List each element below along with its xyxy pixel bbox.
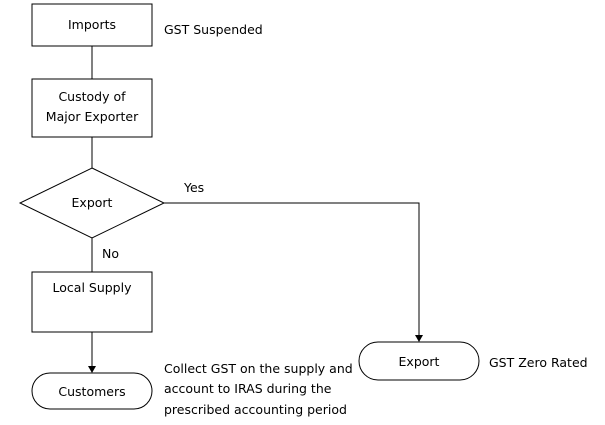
custody-label-line-2: Major Exporter	[46, 109, 139, 124]
collect-gst-annotation-line-2: account to IRAS during the	[164, 381, 332, 396]
imports-node: Imports	[31, 3, 153, 47]
gst-suspended-annotation: GST Suspended	[164, 22, 263, 37]
yes-edge-label: Yes	[183, 180, 204, 195]
customers-label: Customers	[58, 384, 125, 399]
local-supply-node: Local Supply	[31, 271, 153, 333]
collect-gst-annotation-line-1: Collect GST on the supply and	[164, 361, 353, 376]
arrowhead-customers	[88, 366, 96, 373]
gst-zero-rated-annotation: GST Zero Rated	[489, 355, 588, 370]
custody-label-line-1: Custody of	[58, 89, 126, 104]
custody-node: Custody of Major Exporter	[31, 78, 153, 138]
customers-node: Customers	[31, 372, 153, 410]
collect-gst-annotation-line-3: prescribed accounting period	[164, 402, 347, 417]
connector-yes-to-export	[164, 202, 420, 335]
export-terminal-node: Export	[358, 341, 480, 381]
local-supply-label: Local Supply	[53, 280, 133, 295]
export-decision-label: Export	[72, 195, 113, 210]
arrowhead-export	[415, 335, 423, 342]
export-decision-node: Export	[18, 167, 166, 239]
imports-label: Imports	[68, 17, 116, 32]
no-edge-label: No	[102, 246, 119, 261]
export-terminal-label: Export	[399, 354, 440, 369]
